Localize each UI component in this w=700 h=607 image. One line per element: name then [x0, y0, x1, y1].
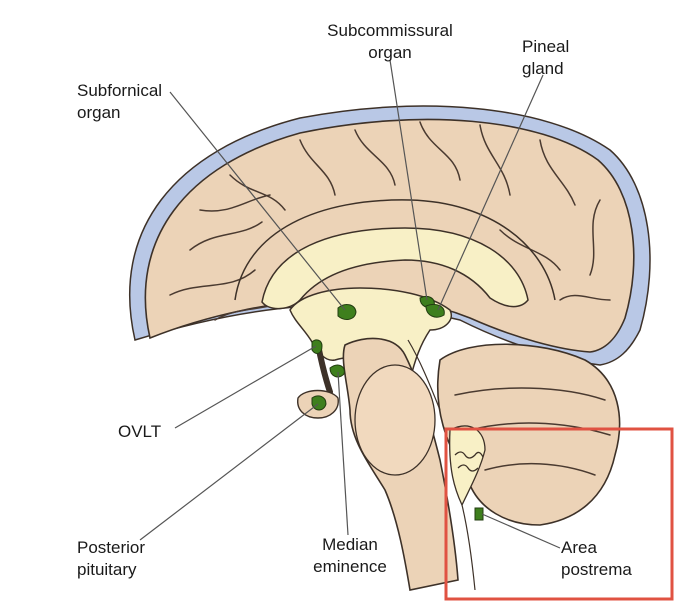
label-pineal-gland: Pineal gland — [522, 37, 570, 78]
median-eminence-mark — [329, 364, 345, 378]
label-ovlt: OVLT — [118, 422, 162, 441]
central-canal — [461, 504, 476, 591]
leader-median-eminence — [337, 371, 349, 536]
pons — [354, 364, 436, 476]
label-median-eminence: Median eminence — [313, 535, 387, 576]
label-area-postrema: Area postrema — [561, 538, 632, 579]
choroid-plexus — [454, 451, 484, 472]
label-subfornical-organ: Subfornical organ — [77, 81, 163, 122]
subfornical-organ-mark — [337, 304, 357, 320]
leader-posterior-pituitary — [139, 403, 319, 541]
posterior-pituitary-mark — [311, 395, 327, 411]
label-subcommissural-organ: Subcommissural organ — [327, 21, 453, 62]
leader-ovlt — [174, 345, 317, 429]
ovlt-mark — [311, 339, 323, 354]
cerebral-aqueduct — [407, 339, 441, 411]
corpus-callosum — [261, 227, 529, 310]
highlight-box-area-postrema — [444, 427, 674, 601]
cingulate-gyrus — [234, 199, 556, 301]
leader-subfornical — [169, 91, 346, 311]
leader-area-postrema — [481, 513, 561, 549]
leader-subcommissural — [389, 59, 428, 301]
area-postrema-mark — [474, 507, 484, 521]
label-posterior-pituitary: Posterior pituitary — [77, 538, 146, 579]
leader-pineal — [437, 74, 544, 311]
